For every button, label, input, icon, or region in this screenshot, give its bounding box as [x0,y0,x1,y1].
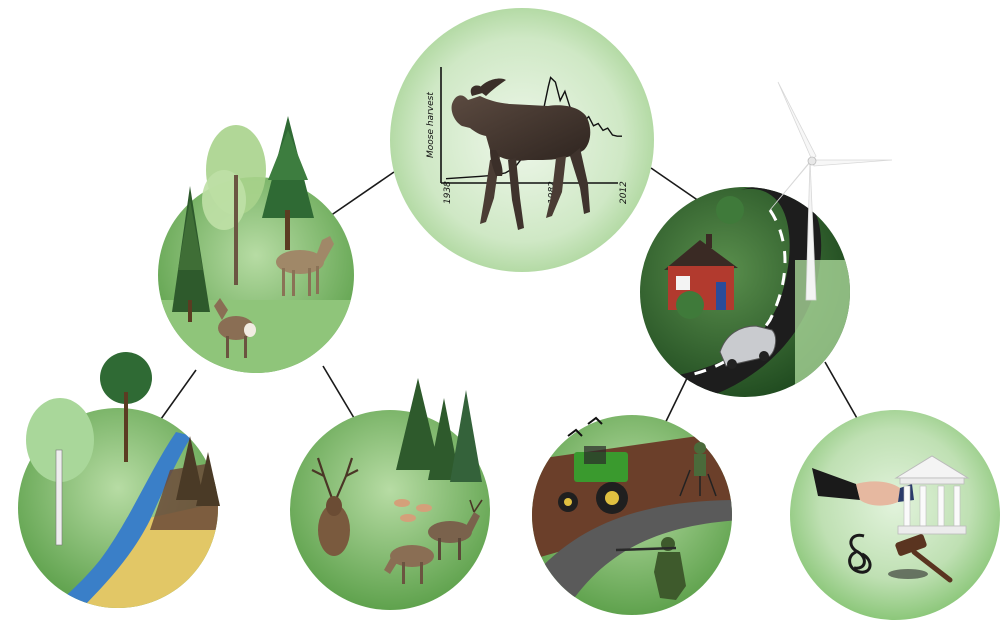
forest-bubble [150,116,370,380]
tree-icon [396,378,482,482]
law-bubble [790,410,1000,620]
y-axis-label: Moose harvest [426,92,436,158]
society-bubble [640,82,892,400]
river-field-bubble [18,352,230,620]
moose-harvest-bubble: Moose harvest 193819822012 [390,8,654,272]
farm-hunting-bubble [530,415,740,620]
x-tick-label: 2012 [619,181,629,204]
link-society-law [825,362,858,420]
deer-herd-bubble [290,378,490,610]
link-moose-forest [330,172,394,216]
link-forest-river [156,370,196,426]
x-tick-label: 1938 [443,181,453,204]
bubble-law [790,410,1000,620]
